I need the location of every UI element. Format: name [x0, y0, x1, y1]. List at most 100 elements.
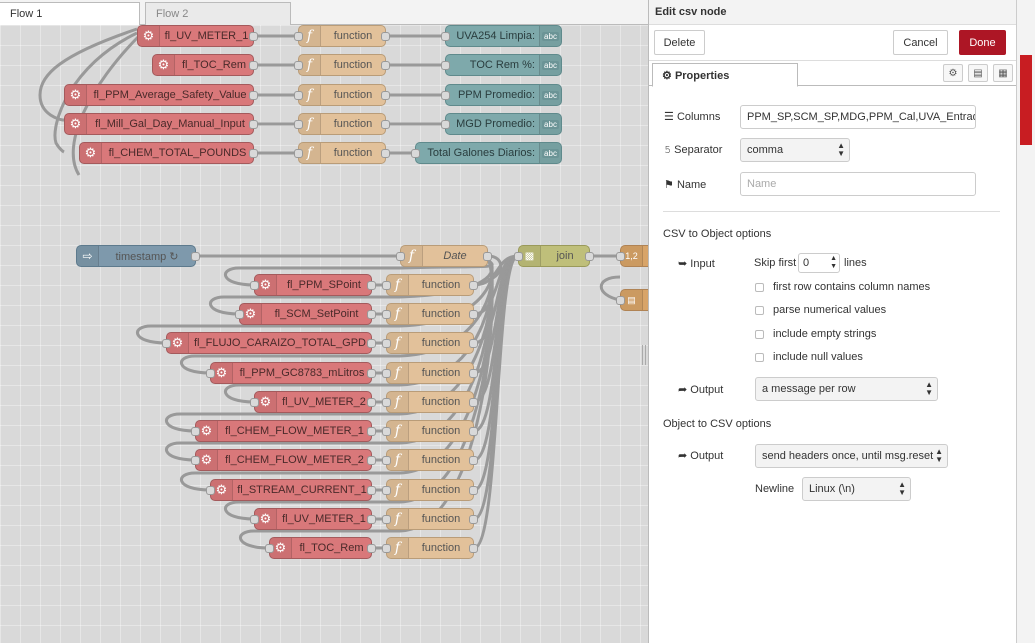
- output-port[interactable]: [367, 544, 376, 553]
- source-node[interactable]: ⚙fl_UV_METER_1: [254, 508, 372, 530]
- input-port[interactable]: [294, 61, 303, 70]
- function-node[interactable]: ffunction: [386, 508, 474, 530]
- function-node[interactable]: ffunction: [386, 332, 474, 354]
- output-port[interactable]: [367, 398, 376, 407]
- debug-node[interactable]: PPM Promedio:abc: [445, 84, 562, 106]
- function-node[interactable]: ffunction: [298, 84, 386, 106]
- output-port[interactable]: [469, 456, 478, 465]
- output-port[interactable]: [381, 120, 390, 129]
- output-port[interactable]: [367, 281, 376, 290]
- input-port[interactable]: [441, 120, 450, 129]
- flow-workspace[interactable]: ⚙fl_UV_METER_1 ffunction UVA254 Limpia:abc…: [0, 25, 648, 643]
- input-port[interactable]: [382, 398, 391, 407]
- function-node[interactable]: ffunction: [386, 420, 474, 442]
- input-port[interactable]: [206, 486, 215, 495]
- output-port[interactable]: [367, 369, 376, 378]
- input-port[interactable]: [616, 296, 625, 305]
- input-port[interactable]: [250, 281, 259, 290]
- output-port[interactable]: [469, 398, 478, 407]
- debug-node[interactable]: UVA254 Limpia:abc: [445, 25, 562, 47]
- parse-numerical-checkbox[interactable]: [755, 306, 764, 315]
- input-port[interactable]: [396, 252, 405, 261]
- debug-node[interactable]: Total Galones Diarios:abc: [415, 142, 562, 164]
- source-node[interactable]: ⚙fl_PPM_Average_Safety_Value: [64, 84, 254, 106]
- function-node[interactable]: ffunction: [386, 274, 474, 296]
- output2-select[interactable]: send headers once, until msg.reset ▲▼: [755, 444, 948, 468]
- input-port[interactable]: [382, 427, 391, 436]
- source-node[interactable]: ⚙fl_SCM_SetPoint: [239, 303, 372, 325]
- source-node[interactable]: ⚙fl_STREAM_CURRENT_1: [210, 479, 372, 501]
- debug-node[interactable]: MGD Promedio:abc: [445, 113, 562, 135]
- settings-gear-icon[interactable]: ⚙: [943, 64, 963, 82]
- cancel-button[interactable]: Cancel: [893, 30, 948, 55]
- source-node[interactable]: ⚙fl_PPM_GC8783_mLitros: [210, 362, 372, 384]
- delete-button[interactable]: Delete: [654, 30, 705, 55]
- source-node[interactable]: ⚙fl_FLUJO_CARAIZO_TOTAL_GPD: [166, 332, 372, 354]
- function-node[interactable]: ffunction: [386, 479, 474, 501]
- inject-node[interactable]: ⇨timestamp ↻: [76, 245, 196, 267]
- function-node[interactable]: ffunction: [386, 303, 474, 325]
- separator-select[interactable]: comma ▲▼: [740, 138, 850, 162]
- newline-select[interactable]: Linux (\n) ▲▼: [802, 477, 911, 501]
- include-empty-checkbox[interactable]: [755, 330, 764, 339]
- join-node[interactable]: ▩join: [518, 245, 590, 267]
- done-button[interactable]: Done: [959, 30, 1006, 55]
- input-port[interactable]: [411, 149, 420, 158]
- input-port[interactable]: [191, 427, 200, 436]
- spinner-arrows-icon[interactable]: ▲▼: [830, 255, 837, 271]
- input-port[interactable]: [616, 252, 625, 261]
- input-port[interactable]: [441, 91, 450, 100]
- output-port[interactable]: [191, 252, 200, 261]
- tray-resize-handle[interactable]: [642, 345, 646, 365]
- tab-properties[interactable]: ⚙ Properties: [652, 63, 798, 87]
- output-port[interactable]: [367, 456, 376, 465]
- csv-node[interactable]: 1,2: [620, 245, 648, 267]
- function-node[interactable]: ffunction: [386, 362, 474, 384]
- output-port[interactable]: [367, 515, 376, 524]
- output-node[interactable]: ▤: [620, 289, 648, 311]
- input-port[interactable]: [382, 486, 391, 495]
- source-node[interactable]: ⚙fl_UV_METER_1: [137, 25, 254, 47]
- include-null-checkbox[interactable]: [755, 353, 764, 362]
- output-port[interactable]: [381, 91, 390, 100]
- debug-node[interactable]: TOC Rem %:abc: [445, 54, 562, 76]
- date-function-node[interactable]: fDate: [400, 245, 488, 267]
- name-input[interactable]: Name: [740, 172, 976, 196]
- input-port[interactable]: [294, 91, 303, 100]
- source-node[interactable]: ⚙fl_CHEM_FLOW_METER_1: [195, 420, 372, 442]
- output-port[interactable]: [469, 281, 478, 290]
- wire[interactable]: [40, 29, 137, 120]
- input-port[interactable]: [441, 61, 450, 70]
- input-port[interactable]: [235, 310, 244, 319]
- output-port[interactable]: [585, 252, 594, 261]
- output-port[interactable]: [249, 91, 258, 100]
- function-node[interactable]: ffunction: [298, 54, 386, 76]
- output-port[interactable]: [367, 427, 376, 436]
- source-node[interactable]: ⚙fl_CHEM_TOTAL_POUNDS: [79, 142, 254, 164]
- source-node[interactable]: ⚙fl_Mill_Gal_Day_Manual_Input: [64, 113, 254, 135]
- description-icon[interactable]: ▤: [968, 64, 988, 82]
- output-port[interactable]: [249, 32, 258, 41]
- input-port[interactable]: [382, 369, 391, 378]
- tab-flow-1[interactable]: Flow 1: [0, 2, 140, 26]
- output-port[interactable]: [249, 120, 258, 129]
- input-port[interactable]: [294, 32, 303, 41]
- source-node[interactable]: ⚙fl_TOC_Rem: [269, 537, 372, 559]
- source-node[interactable]: ⚙fl_TOC_Rem: [152, 54, 254, 76]
- skip-first-input[interactable]: 0 ▲▼: [798, 253, 840, 273]
- input-port[interactable]: [206, 369, 215, 378]
- input-port[interactable]: [382, 544, 391, 553]
- output-port[interactable]: [469, 486, 478, 495]
- input-port[interactable]: [382, 281, 391, 290]
- input-port[interactable]: [250, 515, 259, 524]
- wire[interactable]: [137, 260, 492, 343]
- function-node[interactable]: ffunction: [298, 113, 386, 135]
- output-port[interactable]: [483, 252, 492, 261]
- output-port[interactable]: [367, 339, 376, 348]
- source-node[interactable]: ⚙fl_CHEM_FLOW_METER_2: [195, 449, 372, 471]
- output-port[interactable]: [367, 486, 376, 495]
- output-port[interactable]: [469, 544, 478, 553]
- input-port[interactable]: [382, 310, 391, 319]
- output-port[interactable]: [367, 310, 376, 319]
- input-port[interactable]: [294, 149, 303, 158]
